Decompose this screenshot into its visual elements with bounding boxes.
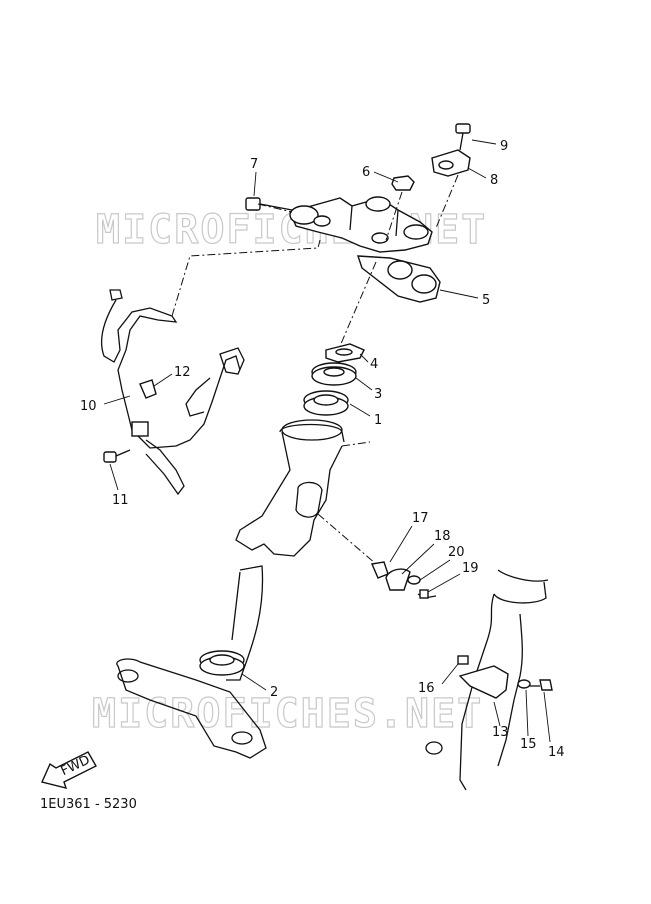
callout-6: 6: [362, 165, 370, 180]
callout-17: 17: [412, 511, 429, 526]
callout-8: 8: [490, 173, 498, 188]
callout-4: 4: [370, 357, 378, 372]
callout-15: 15: [520, 737, 537, 752]
diagram-code: 1EU361 - 5230: [40, 797, 137, 812]
callout-18: 18: [434, 529, 451, 544]
steering-stem: [116, 565, 267, 759]
callout-5: 5: [482, 293, 490, 308]
bolt-6: [385, 175, 415, 241]
callout-19: 19: [462, 561, 479, 576]
callout-2: 2: [270, 685, 278, 700]
bearing-1: [303, 390, 349, 416]
bolt-9: [435, 123, 471, 229]
bolt-11: [103, 449, 131, 463]
fork-tube: [425, 569, 553, 791]
nut-4: [325, 343, 365, 363]
callout-1: 1: [374, 413, 382, 428]
callout-3: 3: [374, 387, 382, 402]
forward-arrow: FWD: [41, 751, 97, 789]
washer-3: [311, 362, 357, 386]
steering-head-tube: [235, 419, 371, 557]
callout-11: 11: [112, 493, 129, 508]
callout-10: 10: [80, 399, 97, 414]
upper-bracket: [289, 196, 441, 303]
callout-13: 13: [492, 725, 509, 740]
callout-14: 14: [548, 745, 565, 760]
callout-9: 9: [500, 139, 508, 154]
leader-lines: [103, 139, 551, 743]
holder-cap-8: [431, 149, 471, 177]
callout-16: 16: [418, 681, 435, 696]
bracket-10: [101, 239, 321, 496]
watermark-bottom: MICROFICHES.NET: [92, 691, 483, 737]
callout-20: 20: [448, 545, 465, 560]
bolt-7: [245, 197, 293, 213]
clip-12: [139, 379, 157, 399]
hose-clamp-group: [317, 513, 437, 599]
callout-12: 12: [174, 365, 191, 380]
callout-7: 7: [250, 157, 258, 172]
callout-labels: 1 2 3 4 5 6 7 8 9 10 11 12 13 14 15 16 1…: [80, 139, 565, 760]
